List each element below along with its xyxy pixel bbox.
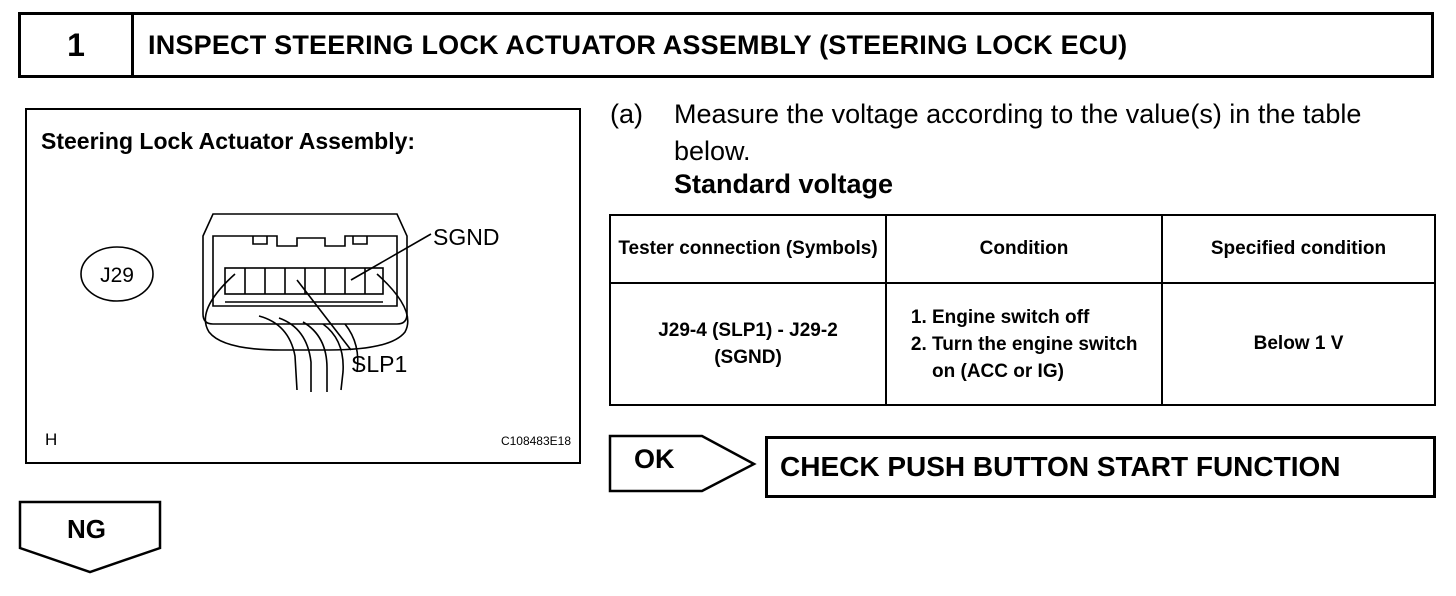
instruction-label: (a) — [610, 99, 643, 129]
standard-voltage-heading: Standard voltage — [674, 169, 894, 199]
connector-id-ellipse — [80, 246, 154, 302]
illustration-code: C108483E18 — [500, 434, 571, 448]
specified-condition-cell: Below 1 V — [1161, 282, 1436, 406]
connector-illustration: J29 SGND SLP1 — [80, 213, 499, 392]
standard-voltage-table: Tester connection (Symbols) Condition Sp… — [609, 214, 1436, 406]
ng-arrow-icon — [18, 500, 162, 574]
column-header: Condition — [885, 214, 1163, 284]
sgnd-leader-line — [350, 233, 432, 281]
slp1-label: SLP1 — [351, 351, 407, 377]
ok-branch-label: OK — [634, 444, 675, 474]
view-letter: H — [45, 430, 58, 449]
figure-title: Steering Lock Actuator Assembly: — [41, 128, 416, 154]
tester-connection-text: J29-4 (SLP1) - J29-2 (SGND) — [658, 320, 838, 368]
condition-item: Turn the engine switch on (ACC or IG) — [932, 331, 1160, 385]
ng-branch-label: NG — [67, 514, 106, 544]
condition-item: Engine switch off — [932, 304, 1160, 331]
sgnd-label: SGND — [433, 224, 499, 250]
table-row: J29-4 (SLP1) - J29-2 (SGND) Engine switc… — [609, 282, 1436, 406]
condition-cell: Engine switch off Turn the engine switch… — [885, 282, 1163, 406]
connector-id-label: J29 — [100, 264, 134, 287]
step-header: 1 INSPECT STEERING LOCK ACTUATOR ASSEMBL… — [18, 12, 1434, 78]
ok-arrow-icon — [608, 434, 757, 493]
condition-list: Engine switch off Turn the engine switch… — [888, 304, 1160, 385]
column-header: Tester connection (Symbols) — [609, 214, 887, 284]
slp1-leader-line — [296, 279, 352, 351]
next-step-box: CHECK PUSH BUTTON START FUNCTION — [765, 436, 1436, 498]
table-header-row: Tester connection (Symbols) Condition Sp… — [609, 214, 1436, 284]
connector-figure: J29 SGND SLP1 Steering Lock Actuator Ass… — [25, 108, 581, 464]
instruction-text: Measure the voltage according to the val… — [674, 99, 1362, 166]
step-title: INSPECT STEERING LOCK ACTUATOR ASSEMBLY … — [148, 29, 1128, 60]
tester-connection-cell: J29-4 (SLP1) - J29-2 (SGND) — [609, 282, 887, 406]
step-number: 1 — [21, 15, 134, 75]
column-header: Specified condition — [1161, 214, 1436, 284]
